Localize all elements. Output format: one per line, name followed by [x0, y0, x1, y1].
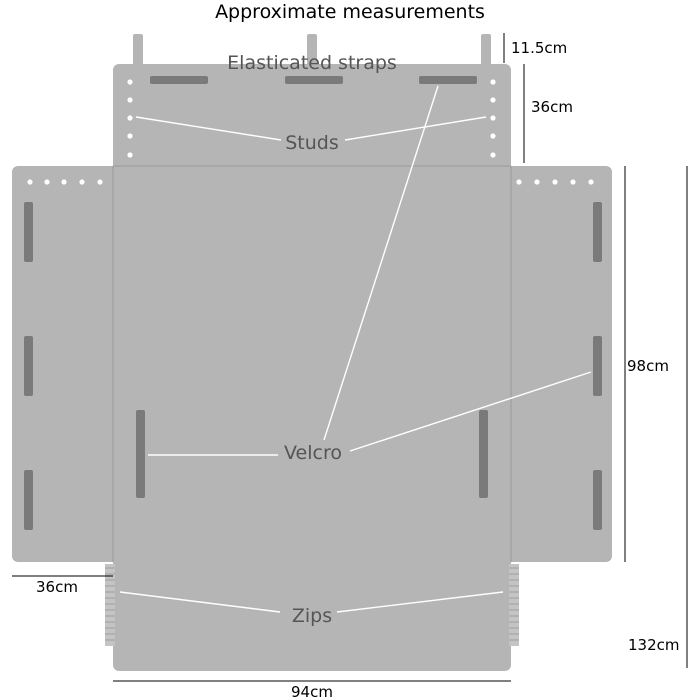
label-velcro: Velcro [284, 442, 342, 464]
velcro-right-flap-3 [593, 470, 602, 530]
zip-right-edge [509, 564, 519, 646]
leader-lines [119, 46, 592, 613]
diagram-title: Approximate measurements [215, 1, 485, 23]
velcro-top-middle [285, 76, 343, 84]
label-studs: Studs [285, 132, 339, 154]
velcro-body-left [136, 410, 145, 498]
measure-total-length: 132cm [628, 636, 680, 654]
velcro-body-right [479, 410, 488, 498]
measure-side-flap-width: 36cm [36, 578, 78, 596]
measure-strap-length: 11.5cm [511, 39, 567, 57]
velcro-right-flap-2 [593, 336, 602, 396]
strap-middle [307, 34, 317, 68]
strap-right [481, 34, 491, 68]
label-straps: Elasticated straps [227, 52, 397, 74]
top-flap [113, 64, 511, 174]
zip-left-edge [105, 564, 115, 646]
velcro-strips [24, 76, 602, 530]
elasticated-straps [133, 34, 491, 68]
velcro-top-right [419, 76, 477, 84]
velcro-right-flap-1 [593, 202, 602, 262]
velcro-top-left [150, 76, 208, 84]
strap-left [133, 34, 143, 68]
main-panel [113, 166, 511, 671]
velcro-left-flap-3 [24, 470, 33, 530]
dimension-lines [12, 33, 688, 682]
label-zips: Zips [292, 605, 332, 627]
measure-top-flap: 36cm [531, 98, 573, 116]
velcro-left-flap-1 [24, 202, 33, 262]
studs [27, 79, 594, 185]
left-side-flap [12, 166, 122, 562]
measure-side-height: 98cm [627, 357, 669, 375]
measure-width: 94cm [291, 683, 333, 700]
velcro-left-flap-2 [24, 336, 33, 396]
right-side-flap [502, 166, 612, 562]
